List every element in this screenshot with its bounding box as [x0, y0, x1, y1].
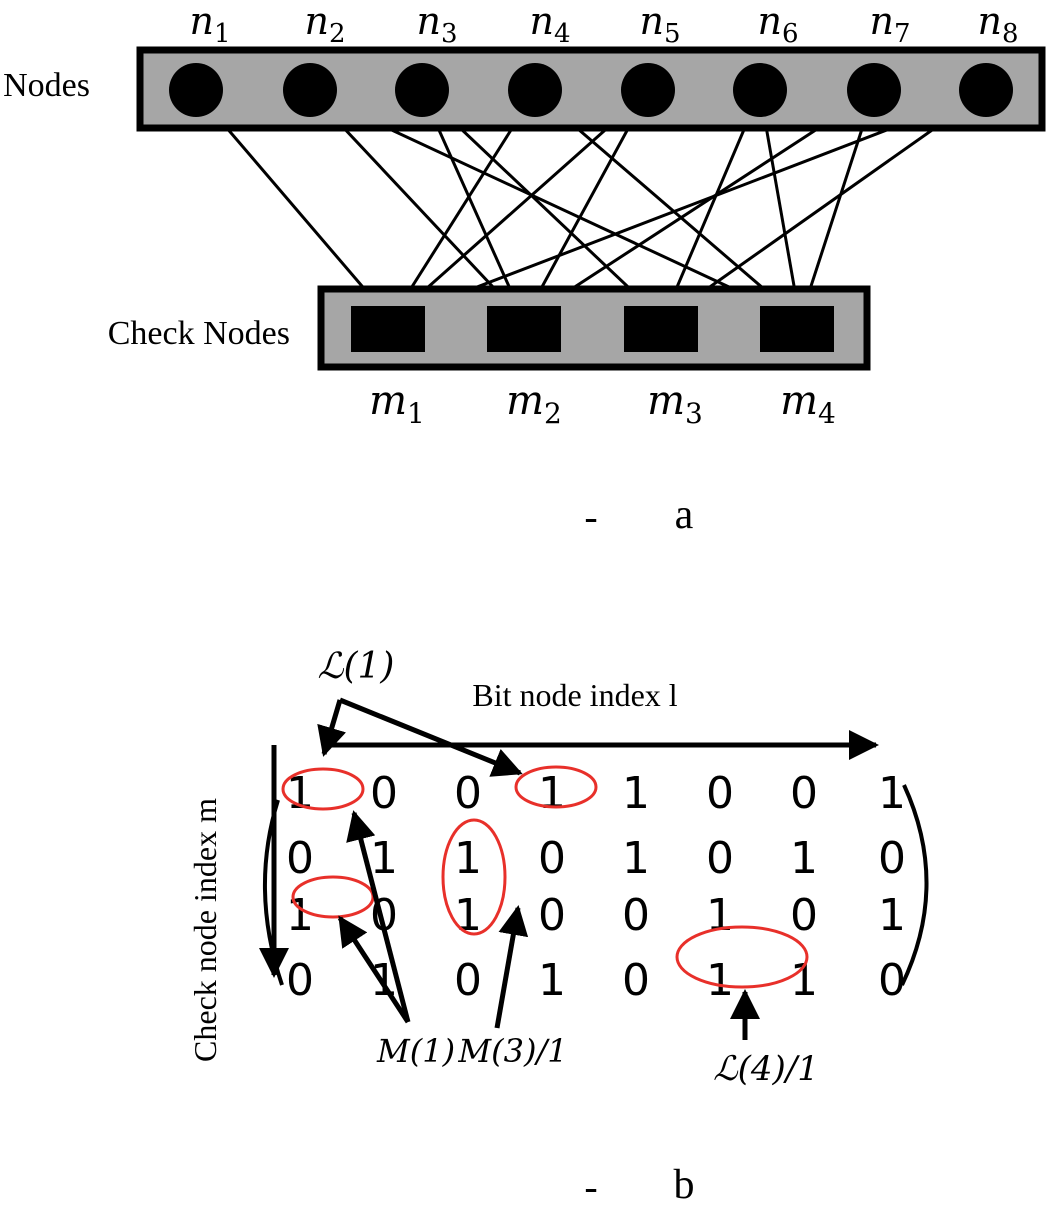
bit-node [169, 63, 223, 117]
matrix-cell: 1 [454, 833, 482, 884]
check-node [487, 306, 561, 352]
matrix-cell: 1 [790, 955, 818, 1006]
check-node-label: m1 [369, 378, 425, 430]
check-node [624, 306, 698, 352]
bit-node-label: n6 [757, 0, 798, 49]
bit-node [733, 63, 787, 117]
matrix-cell: 1 [706, 955, 734, 1006]
bit-node [959, 63, 1013, 117]
label-m1: M(1) [376, 1032, 455, 1070]
highlight-ellipse [441, 818, 507, 936]
matrix-cell: 1 [622, 833, 650, 884]
l1-arrow-a [317, 699, 347, 757]
bit-node [395, 63, 449, 117]
bit-node-labels: n1 n2 n3 n4 n5 n6 n7 n8 [189, 0, 1018, 49]
matrix-cell: 0 [790, 768, 818, 819]
l1-pointer [317, 697, 523, 777]
matrix-cell: 1 [878, 890, 906, 941]
bit-nodes-label: Nodes [3, 67, 90, 104]
matrix-cell: 0 [878, 833, 906, 884]
check-node [760, 306, 834, 352]
matrix-cell: 0 [622, 890, 650, 941]
check-node-label: m4 [780, 378, 836, 430]
bit-node-label: n5 [639, 0, 680, 49]
label-l1: ℒ(1) [318, 646, 395, 687]
bit-node-label: n4 [529, 0, 570, 49]
label-l4: ℒ(4)/1 [713, 1049, 819, 1089]
matrix-cell: 1 [878, 768, 906, 819]
matrix-cell: 1 [706, 890, 734, 941]
caption-dash-b: - [584, 1164, 597, 1206]
matrix-cell: 0 [538, 890, 566, 941]
bit-node [508, 63, 562, 117]
check-node-labels: m1 m2 m3 m4 [369, 378, 836, 430]
label-m3: M(3)/1 [457, 1032, 567, 1070]
matrix-cell: 1 [370, 833, 398, 884]
matrix-cell: 0 [878, 955, 906, 1006]
matrix-cell: 1 [286, 890, 314, 941]
caption-letter-a: a [675, 492, 694, 538]
matrix-cell: 0 [706, 768, 734, 819]
bit-node-label: n2 [304, 0, 345, 49]
highlight-ellipse [514, 765, 598, 809]
bit-nodes-box [136, 46, 1046, 132]
panel-b: ℒ(1) Bit node index l Check node index m… [187, 646, 929, 1206]
highlights [281, 765, 809, 989]
m1-arrow-b [337, 915, 411, 1024]
bit-nodes [169, 63, 1013, 117]
m3-arrow [494, 905, 529, 1029]
parity-check-matrix: 1 0 0 1 1 0 0 1 0 1 1 0 1 0 1 0 1 0 1 0 … [286, 768, 906, 1006]
bit-node-label: n3 [416, 0, 457, 49]
matrix-cell: 1 [538, 955, 566, 1006]
check-node-label: m2 [506, 378, 562, 430]
matrix-cell: 0 [286, 955, 314, 1006]
highlight-ellipse [281, 767, 365, 811]
matrix-cell: 1 [790, 833, 818, 884]
matrix-cell: 0 [706, 833, 734, 884]
index-pointers [337, 810, 760, 1040]
panel-a: Nodes Check Nodes n1 n2 n3 n4 n5 n6 n7 n… [3, 0, 1046, 539]
matrix-cell: 0 [454, 768, 482, 819]
caption-letter-b: b [674, 1162, 695, 1206]
matrix-cell: 1 [286, 768, 314, 819]
bit-node [283, 63, 337, 117]
bit-node-label: n1 [189, 0, 230, 49]
highlight-ellipse [675, 925, 809, 989]
matrix-cell: 0 [790, 890, 818, 941]
matrix-left-bracket [263, 799, 284, 986]
check-node [351, 306, 425, 352]
caption-dash-a: - [584, 494, 597, 539]
l1-arrow-b [339, 697, 523, 777]
bit-node [847, 63, 901, 117]
matrix-cell: 0 [622, 955, 650, 1006]
matrix-cell: 0 [370, 768, 398, 819]
matrix-right-bracket [900, 784, 929, 986]
highlight-ellipse [291, 875, 375, 919]
matrix-cell: 0 [454, 955, 482, 1006]
matrix-cell: 1 [538, 768, 566, 819]
check-nodes [351, 306, 834, 352]
y-axis-label: Check node index m [187, 798, 223, 1062]
bit-node-label: n8 [977, 0, 1018, 49]
check-nodes-label: Check Nodes [108, 315, 290, 352]
matrix-cell: 1 [622, 768, 650, 819]
matrix-cell: 0 [538, 833, 566, 884]
x-axis-label: Bit node index l [472, 677, 677, 713]
check-node-label: m3 [647, 378, 703, 430]
bit-node-label: n7 [869, 0, 910, 49]
m1-arrow-a [346, 810, 411, 1023]
matrix-cell: 0 [286, 833, 314, 884]
bit-node [621, 63, 675, 117]
